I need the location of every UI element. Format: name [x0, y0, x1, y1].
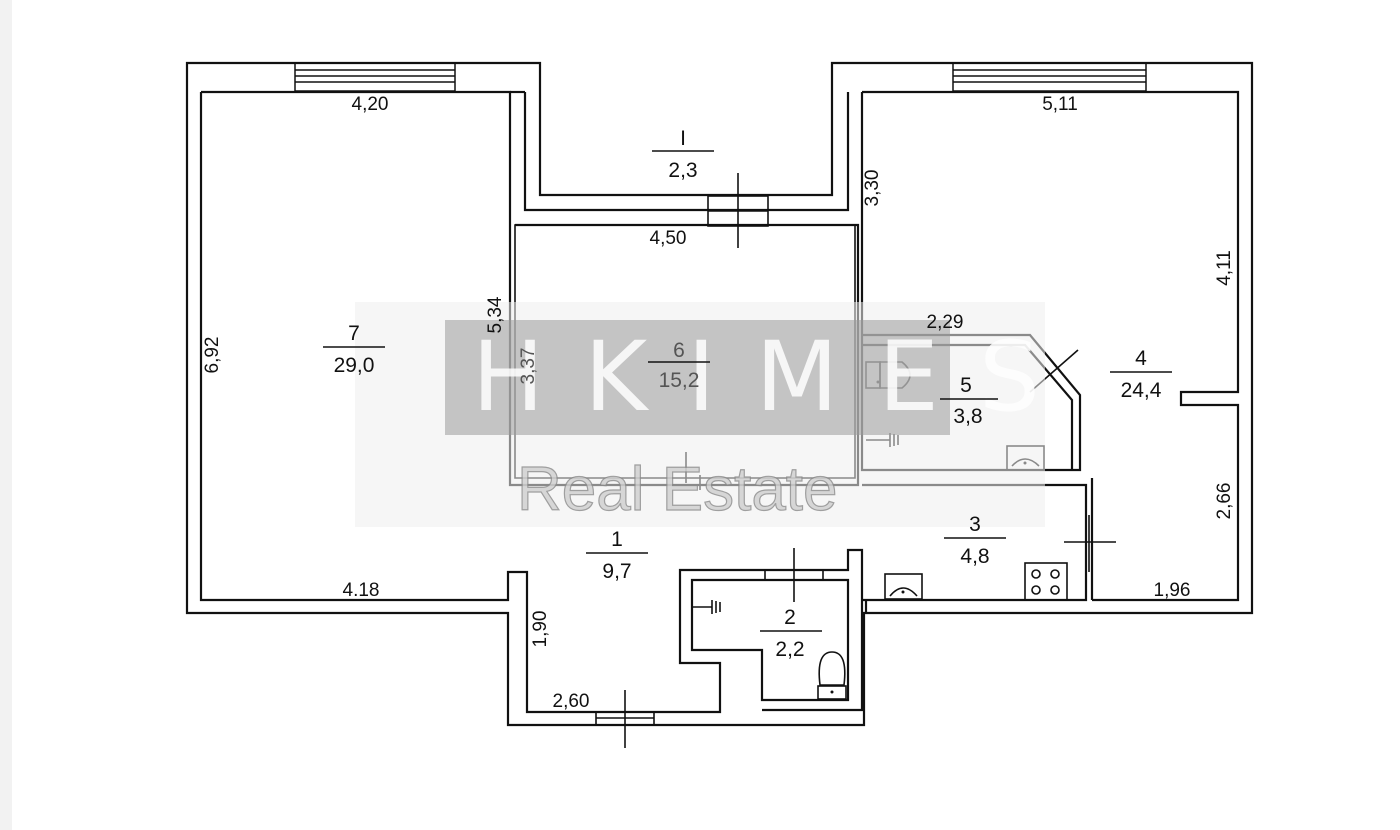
- dim-hall-left: 1,90: [530, 611, 551, 648]
- dim-hall-bottom: 2,60: [553, 691, 590, 712]
- dim-kitchen-bottom: 1,96: [1154, 580, 1191, 601]
- room-2-area: 2,2: [775, 638, 804, 661]
- room-7-area: 29,0: [334, 354, 375, 377]
- room-6-area: 15,2: [659, 369, 700, 392]
- outer-walls: [185, 61, 1254, 727]
- dim-room6-left: 3,37: [518, 348, 539, 385]
- room-I-number: I: [680, 127, 686, 150]
- watermark-subtitle: Real Estate: [517, 455, 838, 524]
- room-5-number: 5: [960, 374, 972, 397]
- dim-room7-left: 6,92: [202, 337, 223, 374]
- toilet-bathroom2-icon: [817, 651, 847, 700]
- door-balcony: [707, 173, 769, 248]
- dim-room5-top: 2,29: [927, 312, 964, 333]
- room-3-label: 3 4,8: [944, 513, 1006, 568]
- door-bathroom2: [764, 548, 824, 602]
- watermark: HKIMES Real Estate: [355, 302, 1080, 527]
- room-2-label: 2 2,2: [760, 606, 822, 661]
- room-1-number: 1: [611, 528, 623, 551]
- room-5-label: 5 3,8: [940, 374, 998, 428]
- watermark-letters: HKIMES: [472, 321, 1080, 433]
- room-3-number: 3: [969, 513, 981, 536]
- room-1-area: 9,7: [602, 560, 631, 583]
- room-4-number: 4: [1135, 347, 1147, 370]
- room-5-area: 3,8: [953, 405, 982, 428]
- windows: [294, 62, 1147, 92]
- dim-room7-bottom: 4.18: [343, 580, 380, 601]
- room-7-label: 7 29,0: [323, 322, 385, 377]
- room-I-area: 2,3: [668, 159, 697, 182]
- room-6-number: 6: [673, 339, 685, 362]
- room-I-label: I 2,3: [652, 127, 714, 182]
- dim-room4-top: 5,11: [1042, 94, 1078, 115]
- shower-bathroom2-icon: [692, 600, 721, 614]
- room-4-label: 4 24,4: [1110, 347, 1172, 402]
- room-1-label: 1 9,7: [586, 528, 648, 583]
- doors: [595, 173, 1116, 748]
- left-edge-strip: [0, 0, 12, 830]
- room-6-label: 6 15,2: [648, 339, 710, 392]
- dim-room6-top: 4,50: [650, 228, 687, 249]
- sink-kitchen-icon: [884, 573, 923, 600]
- room-3-area: 4,8: [960, 545, 989, 568]
- door-kitchen: [1064, 515, 1116, 572]
- room-7-number: 7: [348, 322, 360, 345]
- door-entrance: [595, 690, 655, 748]
- dimension-labels: 4,20 6,92 5,34 4.18 4,50 3,37 3,30 5,11 …: [202, 94, 1235, 712]
- room-labels: 7 29,0 6 15,2 I 2,3 5 3,8 4 24,4 3 4,8: [323, 127, 1172, 661]
- dim-room4-right-upper: 4,11: [1214, 250, 1235, 286]
- stove-icon: [1024, 562, 1068, 601]
- window-room7: [294, 62, 456, 92]
- dim-balcony-side: 3,30: [862, 170, 883, 207]
- dim-room7-right: 5,34: [485, 296, 506, 333]
- watermark-box: [445, 320, 950, 435]
- room-4-area: 24,4: [1121, 379, 1162, 402]
- dim-room4-right-lower: 2,66: [1214, 483, 1235, 520]
- room-2-number: 2: [784, 606, 796, 629]
- dim-room7-top: 4,20: [352, 94, 389, 115]
- window-room4: [952, 62, 1147, 92]
